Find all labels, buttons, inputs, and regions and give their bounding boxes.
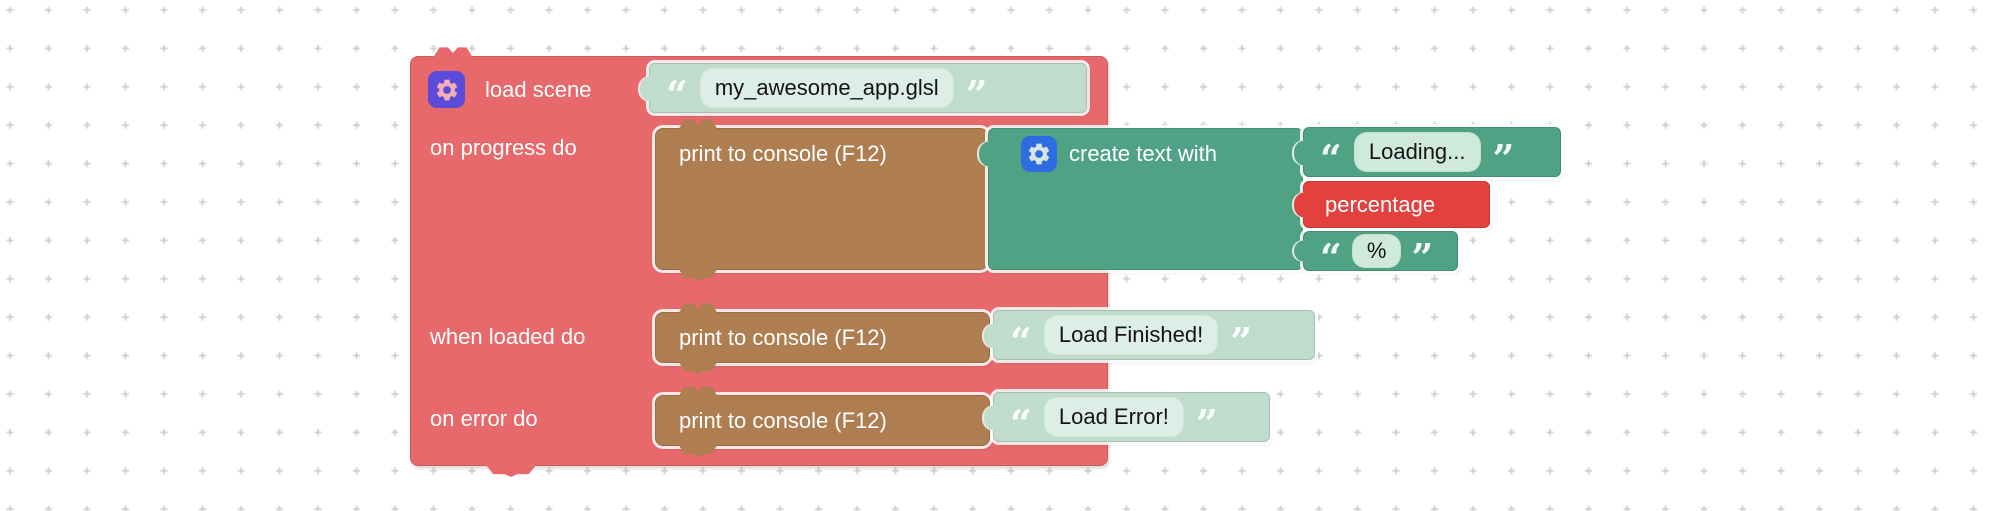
on-error-do-label: on error do xyxy=(430,406,538,431)
percent-text-field[interactable]: % xyxy=(1351,234,1402,268)
load-finished-text-block[interactable]: “ Load Finished! ” xyxy=(984,310,1315,361)
print-to-console-block-loaded[interactable]: print to console (F12) xyxy=(655,303,990,374)
print-to-console-block-error[interactable]: print to console (F12) xyxy=(655,386,990,457)
percentage-label: percentage xyxy=(1325,191,1436,217)
next-connector-nub xyxy=(678,444,718,457)
mutator-gear-button[interactable] xyxy=(1021,136,1057,172)
when-loaded-do-label: when loaded do xyxy=(430,324,586,349)
next-connector-nub xyxy=(485,464,537,477)
create-text-with-block[interactable]: create text with xyxy=(979,128,1303,270)
next-connector-nub xyxy=(678,361,718,374)
value-tab-connector xyxy=(984,323,996,349)
gear-icon xyxy=(434,77,460,103)
scene-file-field[interactable]: my_awesome_app.glsl xyxy=(699,68,954,108)
on-progress-do-label: on progress do xyxy=(430,135,577,160)
print-to-console-label: print to console (F12) xyxy=(679,324,887,350)
loading-text-block[interactable]: “ Loading... ” xyxy=(1294,127,1561,178)
mutator-gear-button[interactable] xyxy=(428,71,465,108)
next-connector-nub xyxy=(678,268,718,281)
loading-text-field[interactable]: Loading... xyxy=(1353,132,1481,172)
percentage-variable-block[interactable]: percentage xyxy=(1294,181,1490,228)
load-error-field[interactable]: Load Error! xyxy=(1043,397,1184,437)
value-tab-connector xyxy=(984,405,996,431)
value-tab-connector xyxy=(979,141,991,167)
gear-icon xyxy=(1026,141,1052,167)
load-finished-field[interactable]: Load Finished! xyxy=(1043,315,1219,355)
print-to-console-label: print to console (F12) xyxy=(679,407,887,433)
print-to-console-block-progress[interactable]: print to console (F12) xyxy=(655,119,988,281)
print-to-console-label: print to console (F12) xyxy=(679,141,887,166)
percent-text-block[interactable]: “ % ” xyxy=(1294,231,1458,277)
load-scene-label: load scene xyxy=(485,77,592,102)
create-text-with-label: create text with xyxy=(1069,141,1217,166)
value-tab-connector xyxy=(1294,240,1306,262)
value-tab-connector xyxy=(1294,192,1306,218)
load-error-text-block[interactable]: “ Load Error! ” xyxy=(984,392,1270,443)
value-tab-connector xyxy=(640,76,652,102)
scene-file-text-block[interactable]: “ my_awesome_app.glsl ” xyxy=(640,63,1087,114)
value-tab-connector xyxy=(1294,140,1306,166)
